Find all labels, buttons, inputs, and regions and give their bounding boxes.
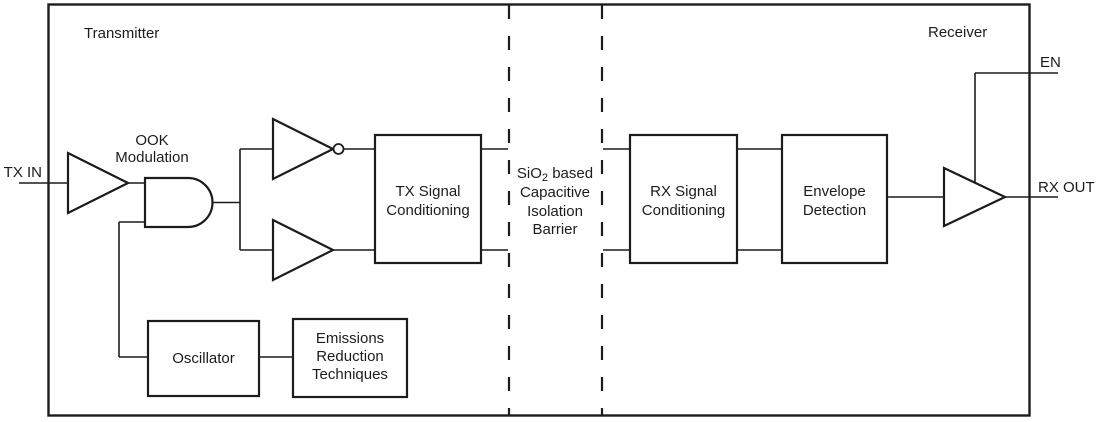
emissions-reduction-label-line2: Reduction	[316, 348, 384, 365]
ook-modulation-label-line2: Modulation	[115, 149, 188, 166]
emissions-reduction-label-line3: Techniques	[312, 366, 388, 383]
lower-buffer-gate-icon	[271, 218, 336, 282]
tx-in-port-label: TX IN	[4, 164, 42, 181]
barrier-label-line4: Barrier	[532, 221, 577, 238]
ook-modulation-label-line1: OOK	[135, 132, 168, 149]
receiver-section-label: Receiver	[928, 24, 987, 41]
tx-signal-conditioning-label-line2: Conditioning	[386, 202, 469, 219]
barrier-label-subscript: 2	[542, 172, 548, 184]
tx-signal-conditioning-label-line1: TX Signal	[395, 183, 460, 200]
oscillator-label: Oscillator	[172, 350, 235, 367]
emissions-reduction-label-line1: Emissions	[316, 330, 384, 347]
barrier-label-line3: Isolation	[527, 203, 583, 220]
envelope-detection-block	[780, 133, 889, 265]
and-gate-icon	[143, 176, 214, 229]
envelope-detection-label-line1: Envelope	[803, 183, 866, 200]
rx-out-port-label: RX OUT	[1038, 179, 1095, 196]
barrier-label-line1: SiO2 based	[517, 165, 593, 184]
chip-boundary	[47, 3, 1031, 417]
barrier-label-line2: Capacitive	[520, 184, 590, 201]
tx-signal-conditioning-block	[373, 133, 483, 265]
rx-signal-conditioning-block	[628, 133, 739, 265]
transmitter-section-label: Transmitter	[84, 25, 159, 42]
input-buffer-gate-icon	[66, 151, 131, 215]
rx-signal-conditioning-label-line1: RX Signal	[650, 183, 717, 200]
envelope-detection-label-line2: Detection	[803, 202, 866, 219]
barrier-label-based: based	[548, 165, 593, 182]
emissions-reduction-block	[291, 317, 409, 399]
rx-signal-conditioning-label-line2: Conditioning	[642, 202, 725, 219]
oscillator-block	[146, 319, 261, 398]
en-port-label: EN	[1040, 54, 1061, 71]
inverter-bubble-icon	[332, 143, 345, 155]
inverter-gate-icon	[271, 117, 336, 181]
barrier-label-sio: SiO	[517, 165, 542, 182]
